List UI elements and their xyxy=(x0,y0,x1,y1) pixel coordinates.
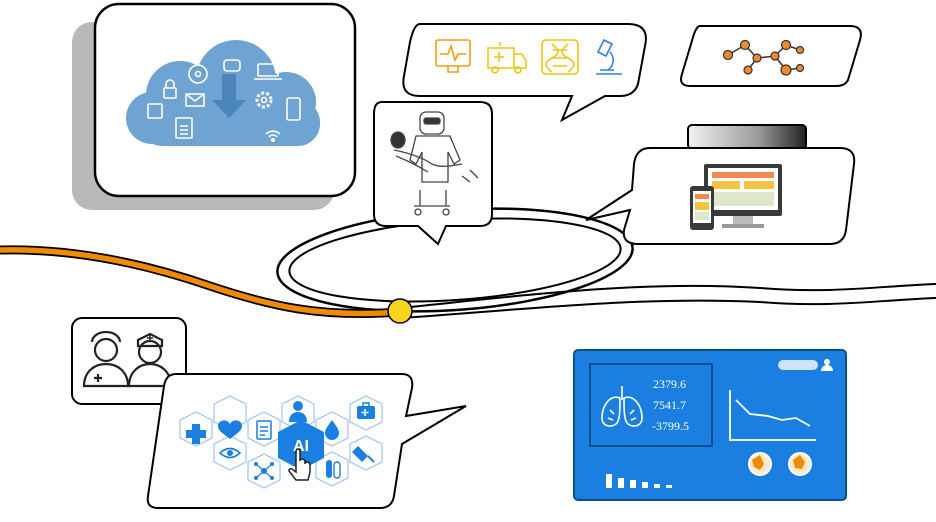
dna-icon xyxy=(541,39,579,75)
device-top-bar xyxy=(687,124,807,150)
monitor-value-1: 2379.6 xyxy=(653,377,686,391)
clipboard-icon xyxy=(256,420,272,440)
medical-icons-bubble xyxy=(402,23,647,123)
wifi-icon xyxy=(265,130,281,138)
download-arrow-icon xyxy=(212,74,246,118)
calculator-icon xyxy=(175,117,193,139)
ai-hex xyxy=(278,420,324,470)
eye-icon xyxy=(218,447,242,459)
medkit-icon xyxy=(357,402,375,419)
line-chart-icon xyxy=(729,390,816,441)
doctor-icon xyxy=(289,401,307,422)
floppy-icon xyxy=(147,103,163,119)
hex-bubble: AI xyxy=(146,373,467,509)
track-junction-dot xyxy=(387,298,413,324)
radar-icon xyxy=(748,452,812,476)
capsule-icon xyxy=(326,460,341,479)
microscope-icon xyxy=(596,38,622,75)
responsive-devices-icon xyxy=(690,164,782,230)
plus-icon xyxy=(186,424,206,444)
nursing-robot-icon xyxy=(390,111,479,216)
heart-icon xyxy=(218,420,242,439)
disc-icon xyxy=(188,64,208,84)
mail-icon xyxy=(185,93,205,107)
bar-chart-icon xyxy=(606,474,672,488)
track-right-lower xyxy=(399,297,936,319)
ecg-monitor-icon xyxy=(435,39,471,73)
monitor-value-3: -3799.5 xyxy=(652,419,689,433)
phone-icon xyxy=(286,97,301,121)
molecule-bubble xyxy=(680,25,862,87)
ambulance-icon xyxy=(487,42,527,74)
user-icon xyxy=(821,359,833,371)
gear-icon xyxy=(255,91,273,109)
lock-icon xyxy=(163,87,177,99)
lungs-icon xyxy=(601,386,643,427)
vitals-box xyxy=(589,363,713,447)
track-right-upper xyxy=(399,283,936,309)
drop-icon xyxy=(325,420,339,440)
robot-bubble xyxy=(373,101,493,246)
cloud-panel xyxy=(72,2,357,210)
laptop-icon xyxy=(257,63,279,77)
cursor-hand-icon xyxy=(288,448,311,481)
chat-icon xyxy=(223,59,241,72)
monitor-value-2: 7541.7 xyxy=(653,398,686,412)
device-bubble xyxy=(585,124,856,245)
monitor-panel: 2379.6 7541.7 -3799.5 xyxy=(573,349,847,501)
search-pill xyxy=(778,360,818,370)
test-tube-icon xyxy=(352,446,375,463)
network-icon xyxy=(254,462,274,480)
molecule-icon xyxy=(722,39,805,76)
